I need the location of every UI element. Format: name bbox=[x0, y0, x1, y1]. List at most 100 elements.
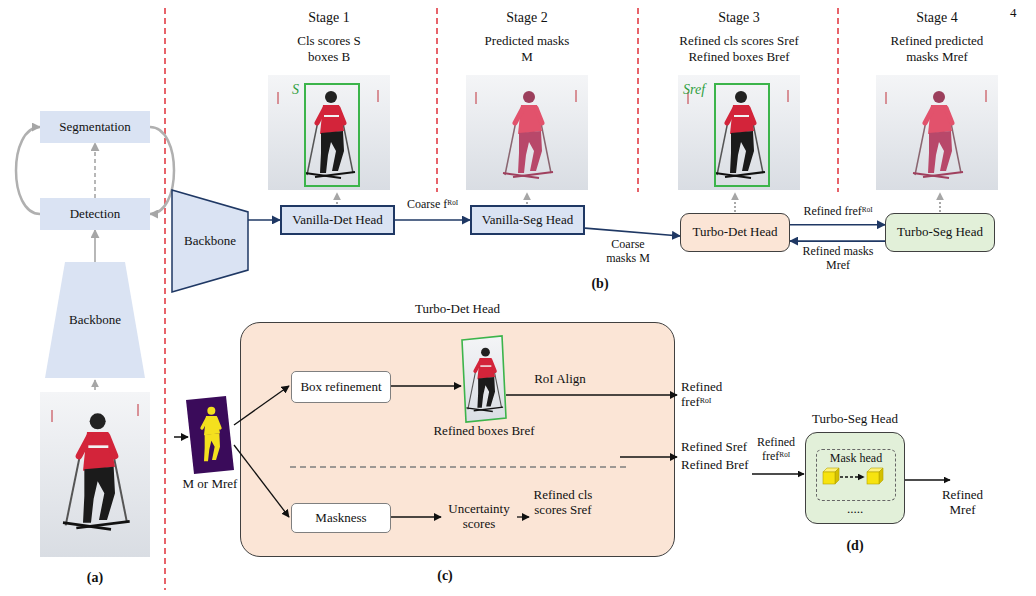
step-label: Refined cls scores Sref bbox=[530, 488, 596, 518]
stage-photo bbox=[378, 90, 379, 102]
flow-arrow bbox=[234, 445, 289, 517]
score-tag: S bbox=[292, 82, 299, 98]
panel-divider bbox=[165, 8, 838, 590]
panel-tag: (d) bbox=[835, 538, 875, 554]
task-box: Segmentation bbox=[40, 111, 150, 143]
image-caption: Refined boxes Bref bbox=[419, 424, 549, 439]
ellipsis-mark: ..... bbox=[825, 502, 885, 517]
stage-output: Predicted masks bbox=[457, 34, 597, 49]
feature-cube bbox=[823, 468, 883, 484]
stage-photo bbox=[268, 75, 998, 190]
connector bbox=[94, 143, 96, 198]
node-text: Detection bbox=[70, 207, 121, 222]
backbone-trapezoid: Backbone bbox=[172, 190, 248, 292]
flow-arrow bbox=[752, 474, 950, 480]
trapezoid-outline bbox=[45, 262, 145, 378]
stage-photo bbox=[268, 75, 390, 190]
input-photo bbox=[52, 410, 53, 422]
feature-cube bbox=[867, 472, 879, 484]
flow-arrow bbox=[390, 516, 441, 517]
connector bbox=[150, 127, 174, 214]
input-photo bbox=[40, 392, 150, 557]
panel-divider bbox=[637, 8, 639, 192]
stage-photo bbox=[886, 92, 887, 104]
panel-tag: (b) bbox=[580, 276, 620, 292]
mask-image bbox=[202, 407, 220, 462]
input-photo bbox=[40, 380, 150, 557]
flow-arrow bbox=[905, 479, 950, 480]
node-text: Vanilla-Det Head bbox=[292, 213, 383, 228]
edge-label: Coarse masks M bbox=[596, 238, 660, 266]
input-caption: M or Mref bbox=[170, 477, 250, 492]
process-box: Maskness bbox=[291, 503, 391, 533]
feature-cube bbox=[835, 468, 839, 484]
output-label: Refined Sref bbox=[681, 440, 747, 455]
stage-photo bbox=[305, 84, 359, 186]
panel-divider bbox=[837, 8, 839, 192]
input-label: Refined frefᴿᵒᴵ bbox=[750, 436, 802, 464]
panel-divider bbox=[164, 8, 166, 590]
flow-arrow bbox=[390, 385, 461, 386]
output-pointer bbox=[336, 193, 338, 204]
output-pointer bbox=[734, 193, 736, 212]
stage-photo bbox=[788, 90, 789, 102]
node-text: Turbo-Det Head bbox=[241, 302, 674, 317]
node-text: Backbone bbox=[69, 313, 121, 328]
stage-output: masks Mref bbox=[862, 50, 1012, 65]
mask-image bbox=[186, 396, 234, 474]
stage-output: M bbox=[457, 50, 597, 65]
node-text: Segmentation bbox=[59, 120, 131, 135]
flow-arrow bbox=[234, 386, 289, 425]
stage-photo bbox=[278, 92, 279, 104]
stage-output: Refined predicted bbox=[862, 34, 1012, 49]
task-box: Detection bbox=[40, 198, 150, 230]
node-text: Maskness bbox=[315, 511, 366, 526]
stage-photo bbox=[476, 92, 477, 104]
process-box: Box refinement bbox=[291, 371, 391, 403]
connector bbox=[16, 127, 40, 214]
edge-label: Coarse fᴿᵒᴵ bbox=[395, 198, 470, 212]
feature-cube bbox=[823, 472, 835, 484]
node-text: Turbo-Seg Head bbox=[897, 225, 983, 240]
stage-photo bbox=[715, 84, 769, 186]
trapezoid-outline bbox=[172, 190, 248, 292]
stage-output: Refined cls scores Sref bbox=[659, 34, 819, 49]
head-box: Vanilla-Det Head bbox=[280, 205, 395, 235]
output-label: Refined Mref bbox=[935, 488, 990, 518]
node-text: Vanilla-Seg Head bbox=[482, 213, 573, 228]
stage-photo bbox=[466, 75, 588, 190]
refined-box-image bbox=[458, 334, 510, 426]
stage-title: Stage 4 bbox=[887, 10, 987, 26]
stage-title: Stage 3 bbox=[689, 10, 789, 26]
stage-output: Refined boxes Bref bbox=[659, 50, 819, 65]
output-pointer bbox=[939, 193, 941, 212]
edge-label: Refined masks Mref bbox=[792, 245, 884, 273]
node-text: Turbo-Seg Head bbox=[806, 412, 904, 427]
mask-image bbox=[174, 436, 188, 438]
op-label: RoI Align bbox=[520, 372, 600, 387]
page-number: 4 bbox=[1010, 6, 1017, 21]
input-photo bbox=[94, 380, 96, 390]
connector bbox=[790, 224, 885, 226]
head-box: Turbo-Seg Head bbox=[885, 213, 995, 252]
head-box: Vanilla-Seg Head bbox=[470, 205, 585, 235]
flow-arrow bbox=[620, 456, 677, 457]
feature-cube bbox=[879, 468, 883, 484]
flow-arrow bbox=[752, 473, 804, 474]
divider-line bbox=[290, 466, 630, 467]
flow-arrow bbox=[517, 516, 529, 517]
output-pointer bbox=[526, 193, 528, 204]
stage-photo bbox=[503, 91, 553, 178]
node-text: Mask head bbox=[817, 452, 895, 466]
connector bbox=[94, 230, 96, 262]
output-label: Refined frefᴿᵒᴵ bbox=[681, 380, 736, 410]
input-photo bbox=[138, 404, 139, 416]
node-text: Backbone bbox=[184, 234, 236, 249]
refined-box-image bbox=[462, 336, 506, 422]
connector bbox=[790, 240, 885, 242]
node-text: Turbo-Det Head bbox=[692, 225, 777, 240]
stage-title: Stage 2 bbox=[477, 10, 577, 26]
stage-photo bbox=[913, 91, 963, 178]
stage-photo bbox=[715, 91, 765, 178]
score-tag: Sref bbox=[683, 82, 705, 98]
